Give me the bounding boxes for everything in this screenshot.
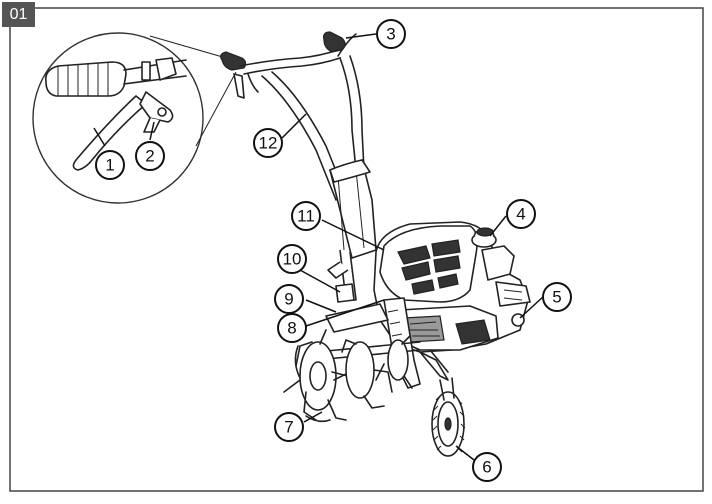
handlebar	[220, 31, 365, 201]
leader-10	[299, 269, 341, 293]
callout-6-label: 6	[482, 458, 491, 477]
callout-8: 8	[277, 313, 307, 343]
callout-12: 12	[253, 128, 283, 158]
leader-2	[149, 121, 155, 141]
leader-7	[303, 411, 323, 423]
callout-12-label: 12	[259, 134, 278, 153]
leader-3	[345, 33, 377, 39]
callout-9-label: 9	[284, 290, 293, 309]
engine	[373, 221, 531, 353]
leader-4	[489, 215, 507, 237]
callout-3-label: 3	[386, 25, 395, 44]
leader-lines	[93, 33, 545, 461]
steering-column	[327, 159, 377, 301]
leader-12	[281, 113, 307, 139]
callout-8-label: 8	[287, 319, 296, 338]
figure-number-tag: 01	[2, 2, 35, 27]
leader-6	[455, 445, 475, 461]
callout-4-label: 4	[516, 205, 525, 224]
callout-2: 2	[135, 141, 165, 171]
callout-3: 3	[376, 19, 406, 49]
callout-11: 11	[291, 201, 321, 231]
leader-11	[321, 219, 385, 251]
callout-7: 7	[274, 412, 304, 442]
leader-9	[305, 299, 337, 313]
callout-10: 10	[277, 244, 307, 274]
detail-inset	[32, 32, 237, 204]
callout-5-label: 5	[552, 288, 561, 307]
diagram-frame	[9, 7, 704, 492]
callout-5: 5	[542, 282, 572, 312]
callout-11-label: 11	[297, 207, 315, 226]
callout-2-label: 2	[145, 147, 154, 166]
callout-4: 4	[506, 199, 536, 229]
callout-1-label: 1	[105, 156, 114, 175]
leader-1	[93, 127, 106, 147]
tines	[283, 329, 421, 423]
callout-1: 1	[95, 150, 125, 180]
leader-8	[305, 299, 385, 327]
callout-9: 9	[274, 284, 304, 314]
callout-6: 6	[472, 452, 502, 482]
callout-10-label: 10	[283, 250, 302, 269]
callout-7-label: 7	[284, 418, 293, 437]
front-wheel	[419, 349, 466, 457]
leader-5	[519, 295, 545, 319]
